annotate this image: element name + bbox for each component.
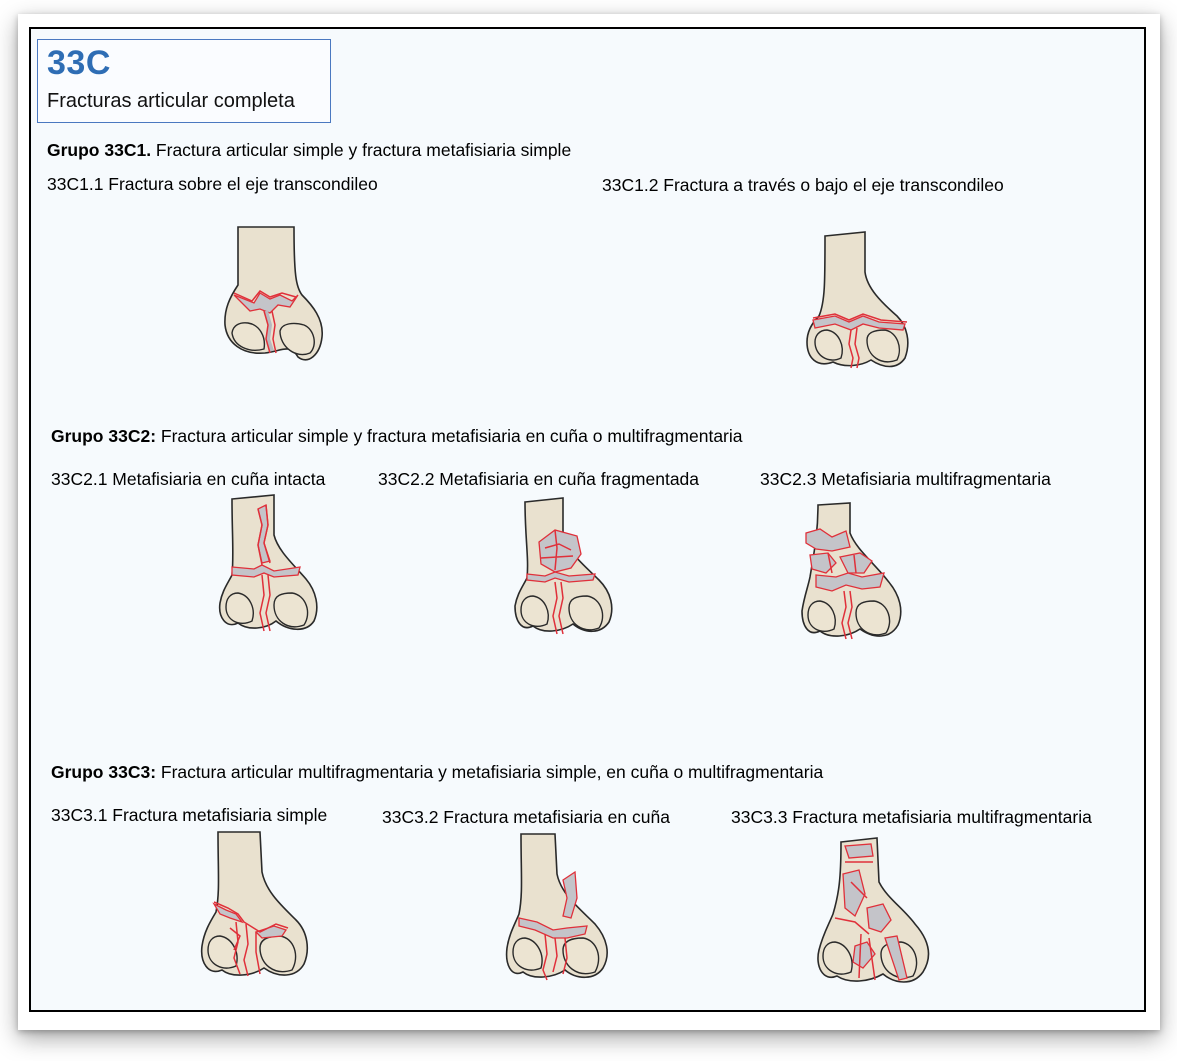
group-description: Fractura articular simple y fractura met…	[156, 426, 742, 446]
subtype-label-33c3-2: 33C3.2 Fractura metafisiaria en cuña	[382, 807, 670, 828]
subtype-label-33c3-1: 33C3.1 Fractura metafisiaria simple	[51, 805, 327, 826]
bone-illustration-33c1-1	[220, 225, 325, 365]
classification-subtitle: Fracturas articular completa	[47, 90, 295, 113]
group-description: Fractura articular simple y fractura met…	[151, 140, 571, 160]
group-title-33c1: Grupo 33C1. Fractura articular simple y …	[47, 140, 571, 161]
group-code: Grupo 33C2:	[51, 426, 156, 446]
group-code: Grupo 33C3:	[51, 762, 156, 782]
bone-illustration-33c2-3	[802, 503, 904, 643]
group-title-33c3: Grupo 33C3: Fractura articular multifrag…	[51, 762, 823, 783]
bone-illustration-33c3-3	[815, 838, 935, 988]
group-description: Fractura articular multifragmentaria y m…	[156, 762, 823, 782]
subtype-label-33c2-3: 33C2.3 Metafisiaria multifragmentaria	[760, 469, 1051, 490]
bone-illustration-33c2-1	[218, 495, 320, 635]
bone-illustration-33c3-2	[505, 834, 615, 984]
bone-illustration-33c3-1	[200, 832, 312, 982]
bone-illustration-33c1-2	[805, 232, 913, 372]
bone-illustration-33c2-2	[515, 498, 617, 638]
subtype-label-33c1-2: 33C1.2 Fractura a través o bajo el eje t…	[602, 175, 1004, 196]
subtype-label-33c2-1: 33C2.1 Metafisiaria en cuña intacta	[51, 469, 325, 490]
subtype-label-33c1-1: 33C1.1 Fractura sobre el eje transcondil…	[47, 174, 378, 195]
subtype-label-33c2-2: 33C2.2 Metafisiaria en cuña fragmentada	[378, 469, 699, 490]
group-title-33c2: Grupo 33C2: Fractura articular simple y …	[51, 426, 743, 447]
group-code: Grupo 33C1.	[47, 140, 151, 160]
subtype-label-33c3-3: 33C3.3 Fractura metafisiaria multifragme…	[731, 807, 1092, 828]
classification-code: 33C	[47, 44, 111, 83]
